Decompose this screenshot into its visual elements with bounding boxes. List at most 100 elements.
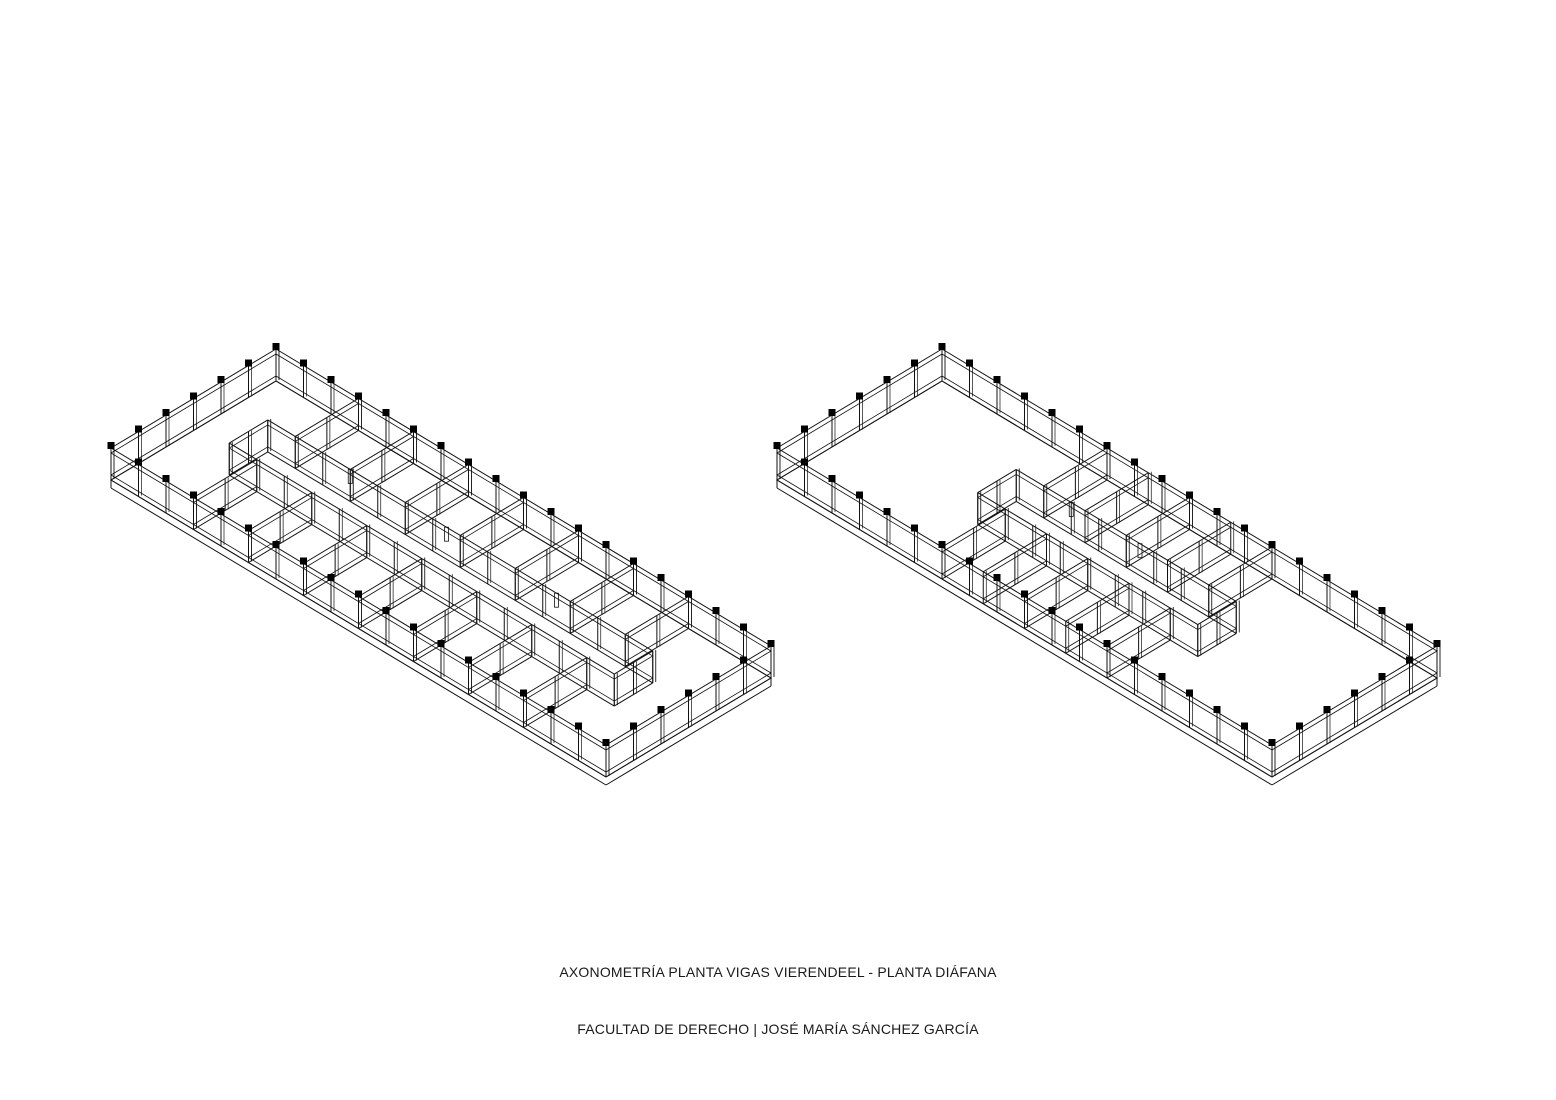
column-cap	[828, 475, 836, 482]
partition-row-a	[523, 656, 591, 728]
column-cap	[1351, 689, 1358, 697]
column-cap	[162, 475, 170, 482]
column-cap	[1406, 656, 1413, 664]
column-cap	[1103, 640, 1111, 647]
column-cap	[1323, 706, 1331, 713]
column-cap	[492, 673, 500, 680]
column-cap	[547, 508, 555, 515]
column-cap	[801, 425, 808, 433]
partition-row-b	[1167, 521, 1235, 593]
partition-row-a	[248, 491, 316, 563]
column-cap	[520, 491, 527, 499]
column-cap	[1296, 557, 1303, 565]
column-cap	[135, 458, 142, 466]
corridor-end-a	[613, 649, 657, 707]
column-cap	[1268, 541, 1276, 548]
column-cap	[966, 359, 973, 367]
column-cap	[712, 607, 720, 614]
door	[1068, 502, 1074, 517]
column-cap	[1268, 739, 1276, 746]
column-cap	[355, 590, 362, 598]
partition-row-a	[1024, 557, 1092, 629]
column-cap	[856, 392, 863, 400]
column-cap	[1241, 524, 1248, 532]
column-cap	[1131, 656, 1138, 664]
partition-row-a	[982, 532, 1050, 605]
column-cap	[602, 541, 610, 548]
column-cap	[993, 574, 1001, 581]
partition-row-a	[1065, 582, 1133, 654]
partition-row-a	[303, 524, 371, 596]
column-cap	[1158, 475, 1166, 482]
drawing-title: AXONOMETRÍA PLANTA VIGAS VIERENDEEL - PL…	[559, 964, 997, 980]
slab-edge-front	[1271, 685, 1438, 786]
column-cap	[883, 376, 891, 383]
column-cap	[602, 739, 610, 746]
column-cap	[828, 409, 836, 416]
column-cap	[938, 343, 946, 350]
column-cap	[272, 343, 280, 350]
column-cap	[1433, 640, 1441, 647]
column-cap	[410, 425, 417, 433]
facade-walls	[110, 348, 775, 778]
column-cap	[883, 508, 891, 515]
column-cap	[685, 689, 692, 697]
partition-row-a	[193, 458, 261, 530]
column-cap	[1048, 409, 1056, 416]
column-cap	[1076, 623, 1083, 631]
column-cap	[773, 442, 781, 449]
column-cap	[1213, 508, 1221, 515]
column-cap	[162, 409, 170, 416]
partition-row-a	[413, 590, 481, 662]
partition-row-a	[1106, 607, 1174, 679]
column-cap	[547, 706, 555, 713]
column-cap	[740, 623, 747, 631]
column-cap	[740, 656, 747, 664]
partition-row-b	[1125, 496, 1193, 568]
column-cap	[993, 376, 1001, 383]
slab-edge-front	[605, 685, 772, 786]
column-cap	[217, 376, 225, 383]
corridor-wall-b	[267, 418, 657, 684]
corridor-end-a	[1197, 600, 1240, 657]
partition-row-b	[1084, 471, 1152, 544]
column-cap	[107, 442, 115, 449]
column-cap	[382, 607, 390, 614]
column-cap	[135, 425, 142, 433]
partition-row-b	[1043, 447, 1111, 519]
column-cap	[327, 376, 335, 383]
column-cap	[355, 392, 362, 400]
column-cap	[801, 458, 808, 466]
column-cap	[938, 541, 946, 548]
interior-partitions	[193, 397, 692, 728]
axonometry-open-plan	[773, 343, 1441, 786]
partition-row-b	[514, 529, 582, 601]
column-cap	[657, 574, 665, 581]
door	[347, 469, 353, 484]
column-cap	[1406, 623, 1413, 631]
column-cap	[465, 458, 472, 466]
corridor-end-b	[228, 418, 272, 476]
slab-edge-left	[110, 487, 607, 786]
column-cap	[1021, 392, 1028, 400]
corridor-end-b	[977, 468, 1020, 525]
partition-row-b	[294, 397, 362, 469]
facade-walls	[776, 348, 1441, 778]
column-cap	[190, 491, 197, 499]
column-cap	[1158, 673, 1166, 680]
column-cap	[575, 524, 582, 532]
slab-edge-left	[776, 487, 1273, 786]
column-cap	[437, 640, 445, 647]
partition-row-a	[468, 623, 536, 695]
column-cap	[437, 442, 445, 449]
column-cap	[1378, 607, 1386, 614]
column-cap	[767, 640, 775, 647]
column-cap	[272, 541, 280, 548]
partition-row-a	[358, 557, 426, 629]
door	[1137, 543, 1143, 559]
partition-row-b	[459, 496, 527, 568]
column-cap	[245, 359, 252, 367]
column-cap	[327, 574, 335, 581]
column-cap	[410, 623, 417, 631]
